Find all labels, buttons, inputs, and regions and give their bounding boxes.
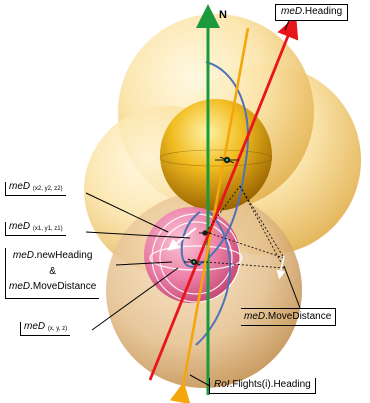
new-heading-label: meD.newHeading & meD.MoveDistance — [5, 248, 100, 299]
p2-label-sub: (x2, y2, z2) — [32, 186, 63, 192]
inner-gold-sphere — [160, 99, 272, 211]
new-heading-var: meD — [12, 250, 34, 261]
p1-label-var: meD — [9, 221, 31, 232]
pink-sphere — [144, 207, 240, 303]
new-heading-amp: & — [49, 265, 56, 277]
p2-label: meD (x2, y2, z2) — [5, 182, 66, 196]
roi-label-prop: .Flights(i).Heading — [229, 379, 311, 390]
roi-label-var: RoI — [214, 379, 230, 390]
orbit-curve-lower — [195, 211, 231, 346]
p1-label: meD (x1, y1, z1) — [5, 222, 66, 236]
inner-sphere-equator — [159, 149, 273, 167]
heading-line — [148, 15, 299, 381]
move-label-var: meD — [244, 311, 266, 322]
roi-heading-label: RoI.Flights(i).Heading — [209, 378, 316, 394]
move-distance-arrow — [276, 255, 286, 280]
p2-label-var: meD — [9, 181, 31, 192]
move-label-prop: .MoveDistance — [265, 311, 332, 322]
north-label: N — [219, 9, 227, 21]
aircraft-marker-top — [215, 156, 239, 164]
roi-heading-line — [169, 27, 250, 403]
p0-label-var: meD — [24, 321, 46, 332]
p0-label: meD (x, y, z) — [20, 321, 71, 336]
p0-label-sub: (x, y, z) — [47, 326, 68, 332]
heading-label: meD.Heading — [275, 4, 349, 21]
rotation-rings — [149, 213, 243, 303]
leader-lines — [85, 10, 301, 387]
move-distance-prop: .MoveDistance — [30, 281, 97, 292]
new-heading-prop: .newHeading — [34, 250, 93, 261]
move-distance-var: meD — [9, 281, 31, 292]
p1-label-sub: (x1, y1, z1) — [32, 226, 63, 232]
move-distance-vectors — [205, 185, 285, 269]
aircraft-marker-mid — [199, 230, 211, 236]
heading-label-var: meD — [281, 6, 303, 17]
move-distance-label: meD.MoveDistance — [241, 308, 337, 326]
aircraft-marker-low — [184, 258, 204, 266]
heading-label-prop: .Heading — [302, 6, 343, 17]
